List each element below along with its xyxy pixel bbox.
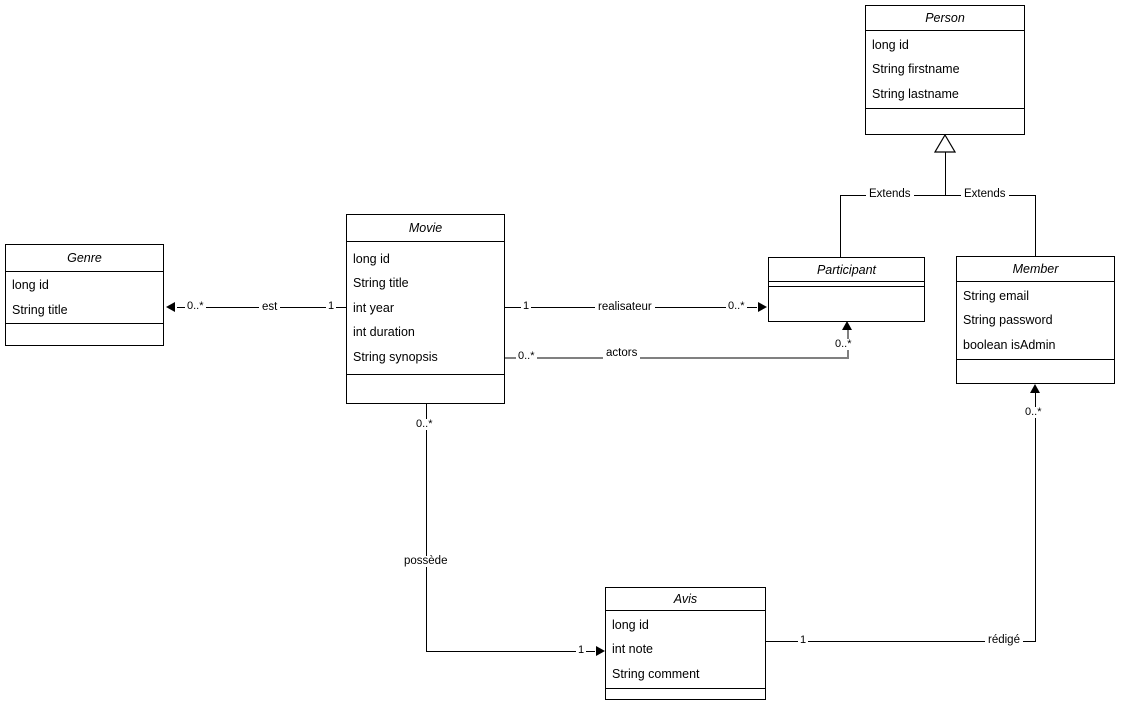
attribute-item: String title — [12, 302, 68, 317]
attribute-item: String password — [963, 313, 1053, 328]
relation-line-redige-horizontal[interactable] — [766, 641, 1036, 642]
class-operations-avis — [606, 689, 765, 699]
relation-line-possede-vertical[interactable] — [426, 404, 427, 651]
relation-label-possede: possède — [401, 555, 451, 567]
arrowhead-possede — [596, 646, 605, 656]
attribute-item: int duration — [353, 325, 415, 340]
relation-label-extends-member: Extends — [961, 188, 1009, 200]
class-title-genre: Genre — [6, 245, 163, 272]
relation-label-realisateur: realisateur — [595, 301, 655, 313]
relation-label-actors: actors — [603, 347, 641, 359]
attribute-item: String lastname — [872, 86, 959, 101]
class-operations-member — [957, 360, 1114, 383]
generalization-split-bar — [840, 195, 1036, 196]
multiplicity-est-genre: 0..* — [185, 300, 206, 312]
class-attributes-movie: long id String title int year int durati… — [347, 242, 504, 375]
class-box-movie[interactable]: Movie long id String title int year int … — [346, 214, 505, 404]
class-box-genre[interactable]: Genre long id String title — [5, 244, 164, 346]
class-attributes-participant — [769, 282, 924, 287]
class-attributes-genre: long id String title — [6, 272, 163, 324]
class-operations-person — [866, 109, 1024, 134]
attribute-item: boolean isAdmin — [963, 337, 1056, 352]
arrowhead-redige — [1030, 384, 1040, 393]
class-title-participant: Participant — [769, 258, 924, 282]
attribute-item: String email — [963, 288, 1029, 303]
multiplicity-possede-avis: 1 — [576, 644, 587, 656]
attribute-item: long id — [612, 617, 649, 632]
arrowhead-realisateur — [758, 302, 767, 312]
relation-line-possede-horizontal[interactable] — [426, 651, 595, 652]
relation-line-redige-vertical[interactable] — [1035, 393, 1036, 642]
class-title-avis: Avis — [606, 588, 765, 611]
attribute-item: String synopsis — [353, 349, 438, 364]
class-operations-participant — [769, 287, 924, 321]
class-title-member: Member — [957, 257, 1114, 282]
attribute-item: long id — [353, 251, 390, 266]
generalization-branch-member[interactable] — [1035, 195, 1036, 256]
relation-label-redige: rédigé — [985, 634, 1023, 646]
multiplicity-est-movie: 1 — [326, 300, 337, 312]
class-attributes-member: String email String password boolean isA… — [957, 282, 1114, 360]
class-box-avis[interactable]: Avis long id int note String comment — [605, 587, 766, 700]
relation-label-extends-participant: Extends — [866, 188, 914, 200]
class-title-person: Person — [866, 6, 1024, 31]
class-operations-genre — [6, 324, 163, 345]
class-box-person[interactable]: Person long id String firstname String l… — [865, 5, 1025, 135]
class-title-movie: Movie — [347, 215, 504, 242]
arrowhead-actors — [842, 321, 852, 330]
attribute-item: long id — [872, 37, 909, 52]
class-attributes-person: long id String firstname String lastname — [866, 31, 1024, 109]
generalization-branch-participant[interactable] — [840, 195, 841, 257]
multiplicity-realisateur-participant: 0..* — [726, 300, 747, 312]
attribute-item: int year — [353, 300, 394, 315]
class-box-member[interactable]: Member String email String password bool… — [956, 256, 1115, 384]
attribute-item: int note — [612, 642, 654, 657]
multiplicity-redige-avis: 1 — [798, 634, 809, 646]
class-box-participant[interactable]: Participant — [768, 257, 925, 322]
multiplicity-redige-member: 0..* — [1023, 406, 1044, 418]
multiplicity-realisateur-movie: 1 — [521, 300, 532, 312]
relation-line-actors-horizontal[interactable] — [505, 357, 849, 359]
multiplicity-actors-participant: 0..* — [833, 338, 854, 350]
attribute-item: long id — [12, 278, 49, 292]
class-operations-movie — [347, 375, 504, 403]
multiplicity-actors-movie: 0..* — [516, 350, 537, 362]
class-attributes-avis: long id int note String comment — [606, 611, 765, 689]
generalization-stem — [945, 152, 946, 196]
multiplicity-possede-movie: 0..* — [414, 418, 435, 430]
attribute-item: String firstname — [872, 62, 960, 77]
attribute-item: String comment — [612, 666, 700, 681]
arrowhead-est — [166, 302, 175, 312]
relation-label-est: est — [259, 301, 281, 313]
generalization-triangle-icon — [934, 135, 956, 153]
attribute-item: String title — [353, 276, 409, 291]
